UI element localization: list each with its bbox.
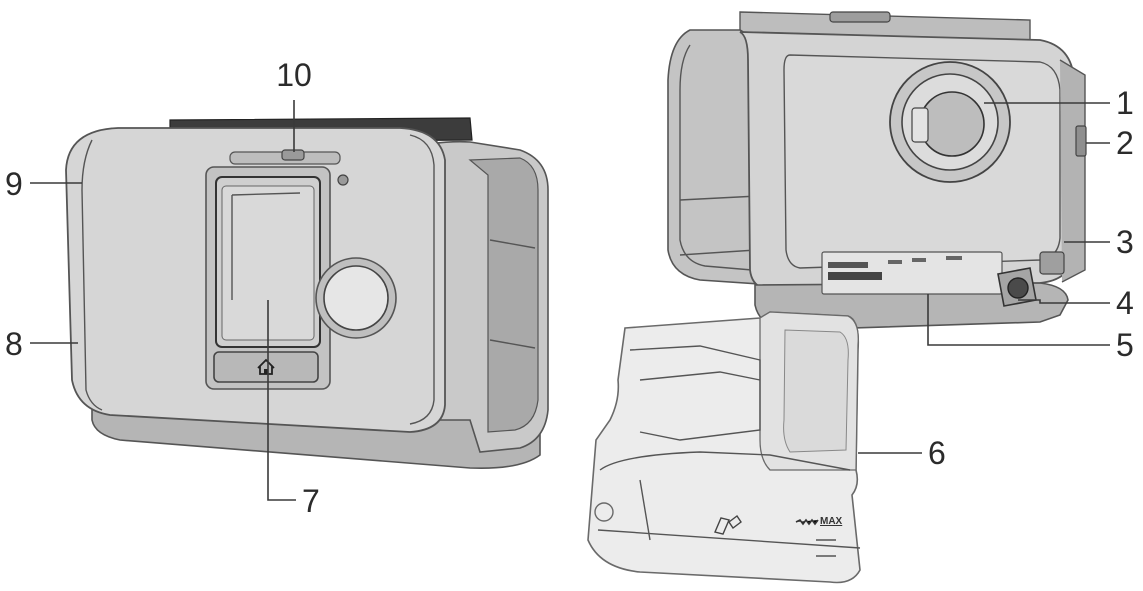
callout-6: 6 bbox=[928, 435, 946, 471]
light-sensor-dot bbox=[337, 174, 349, 186]
sd-card-cover bbox=[1075, 125, 1087, 157]
leader-7 bbox=[267, 300, 296, 501]
device-front-view bbox=[65, 117, 549, 470]
control-dial[interactable] bbox=[323, 265, 389, 331]
callout-3: 3 bbox=[1116, 224, 1134, 260]
front-device-side-inner bbox=[468, 157, 539, 433]
leader-4 bbox=[1018, 299, 1110, 304]
callout-numbers: 10 9 8 7 1 2 3 4 5 6 bbox=[5, 57, 1134, 519]
tub-max-marking: MAX bbox=[820, 516, 843, 527]
callout-10: 10 bbox=[276, 57, 312, 93]
callout-2: 2 bbox=[1116, 125, 1134, 161]
device-rear-view bbox=[667, 11, 1087, 331]
air-outlet-button bbox=[281, 149, 305, 161]
callout-8: 8 bbox=[5, 326, 23, 362]
callout-9: 9 bbox=[5, 166, 23, 202]
leader-5 bbox=[927, 294, 1110, 346]
callout-7: 7 bbox=[302, 483, 320, 519]
home-button[interactable] bbox=[213, 351, 319, 383]
tub-fill-symbol bbox=[714, 514, 742, 535]
home-icon bbox=[257, 358, 275, 375]
air-outlet bbox=[919, 91, 985, 157]
callout-1: 1 bbox=[1116, 85, 1134, 121]
callout-5: 5 bbox=[1116, 327, 1134, 363]
leader-lines bbox=[30, 100, 1110, 501]
power-inlet bbox=[1039, 251, 1065, 275]
water-tub: MAX bbox=[587, 311, 861, 584]
callout-4: 4 bbox=[1116, 285, 1134, 321]
